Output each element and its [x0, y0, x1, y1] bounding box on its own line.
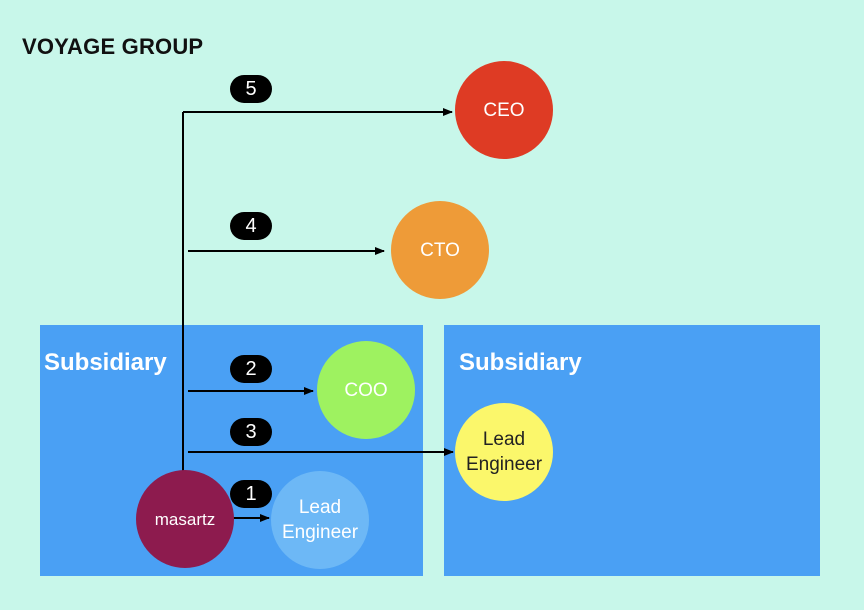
- node-coo: COO: [317, 341, 415, 439]
- node-masartz: masartz: [136, 470, 234, 568]
- diagram-title: VOYAGE GROUP: [22, 34, 204, 59]
- node-lead-engineer-self: Lead Engineer: [271, 471, 369, 569]
- step-badge-4: 4: [230, 212, 272, 240]
- step-badge-2: 2: [230, 355, 272, 383]
- step-badge-5: 5: [230, 75, 272, 103]
- node-ceo: CEO: [455, 61, 553, 159]
- node-lead-engineer-other: Lead Engineer: [455, 403, 553, 501]
- step-badge-3: 3: [230, 418, 272, 446]
- step-badge-1: 1: [230, 480, 272, 508]
- subsidiary-label-right: Subsidiary: [459, 349, 582, 376]
- subsidiary-label-left: Subsidiary: [44, 349, 167, 376]
- node-cto: CTO: [391, 201, 489, 299]
